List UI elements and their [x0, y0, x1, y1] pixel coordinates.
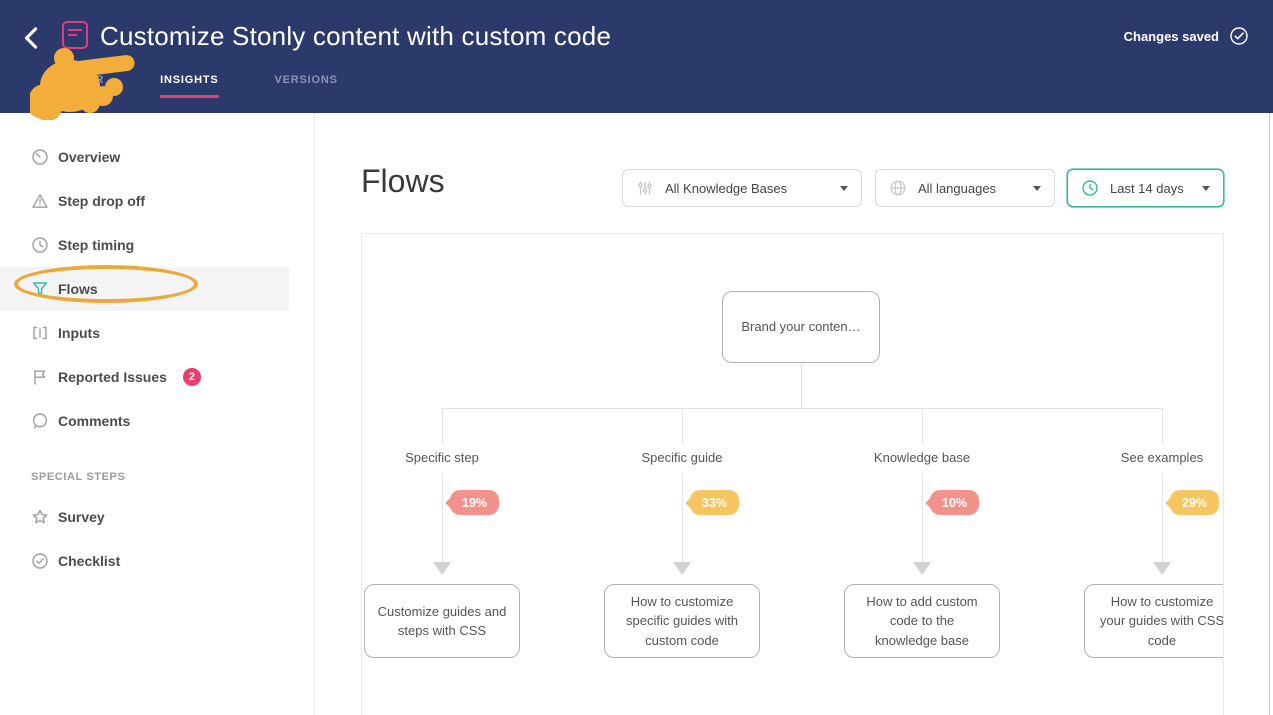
chevron-down-icon [840, 185, 848, 191]
filter-label: Last 14 days [1110, 180, 1184, 196]
flow-target-node[interactable]: How to add custom code to the knowledge … [844, 584, 1000, 658]
clock-icon [31, 236, 49, 254]
knowledge-base-filter[interactable]: All Knowledge Bases [622, 169, 862, 207]
sidebar-item-reported-issues[interactable]: Reported Issues 2 [0, 355, 314, 399]
flag-icon [31, 368, 49, 386]
sidebar-item-overview[interactable]: Overview [0, 135, 314, 179]
flow-root-node[interactable]: Brand your conten… [722, 291, 880, 363]
chevron-left-icon [24, 27, 38, 49]
sidebar-item-label: Reported Issues [58, 369, 167, 385]
gauge-icon [31, 148, 49, 166]
percent-badge: 19% [450, 490, 500, 515]
date-range-filter[interactable]: Last 14 days [1067, 169, 1224, 207]
connector-line [922, 408, 923, 444]
connector-line [922, 474, 923, 562]
sidebar-section-special-steps: SPECIAL STEPS [31, 471, 126, 483]
page-title: Customize Stonly content with custom cod… [100, 21, 612, 51]
sliders-icon [638, 181, 652, 195]
warning-triangle-icon [31, 192, 49, 210]
flow-target-node[interactable]: How to customize your guides with CSS co… [1084, 584, 1223, 658]
sidebar-item-flows[interactable]: Flows [0, 267, 289, 311]
sidebar-item-step-timing[interactable]: Step timing [0, 223, 314, 267]
globe-icon [890, 180, 906, 196]
main-content: Flows All Knowledge Bases All languages … [315, 113, 1273, 715]
scrollbar-track[interactable] [1269, 113, 1270, 715]
connector-line [442, 474, 443, 562]
filter-label: All languages [918, 180, 997, 196]
percent-badge: 29% [1170, 490, 1220, 515]
comment-bubble-icon [31, 412, 49, 430]
tab-versions[interactable]: VERSIONS [274, 74, 338, 86]
connector-line [682, 408, 683, 444]
language-filter[interactable]: All languages [875, 169, 1055, 207]
connector-line [801, 363, 802, 408]
app-header: Customize Stonly content with custom cod… [0, 0, 1273, 113]
flow-target-node[interactable]: Customize guides and steps with CSS [364, 584, 520, 658]
chevron-down-icon [1202, 185, 1210, 191]
branch-label: Knowledge base [873, 450, 971, 465]
connector-line [1162, 474, 1163, 562]
flow-diagram-panel: Brand your conten… Specific step 19% Cus… [361, 233, 1224, 715]
connector-line [1162, 408, 1163, 444]
branch-label: See examples [1120, 450, 1204, 465]
sidebar-item-label: Inputs [58, 325, 100, 341]
flow-target-node[interactable]: How to customize specific guides with cu… [604, 584, 760, 658]
insights-sidebar: Overview Step drop off Step timing Flows… [0, 113, 315, 715]
percent-badge: 33% [690, 490, 740, 515]
clock-icon [1082, 180, 1098, 196]
sidebar-item-inputs[interactable]: Inputs [0, 311, 314, 355]
saved-check-icon [1230, 27, 1248, 45]
filter-label: All Knowledge Bases [665, 180, 788, 196]
sidebar-item-label: Flows [58, 281, 98, 297]
sidebar-item-survey[interactable]: Survey [0, 495, 314, 539]
sidebar-item-label: Overview [58, 149, 121, 165]
connector-line [682, 474, 683, 562]
connector-line [442, 408, 443, 444]
connector-line [442, 408, 1163, 409]
reported-issues-badge: 2 [182, 368, 201, 386]
branch-label: Specific step [405, 450, 479, 465]
sidebar-item-label: Checklist [58, 553, 121, 569]
sidebar-item-step-drop-off[interactable]: Step drop off [0, 179, 314, 223]
header-tabs: EDITOR INSIGHTS VERSIONS [58, 74, 338, 98]
arrow-down-icon [1153, 562, 1171, 575]
sidebar-item-comments[interactable]: Comments [0, 399, 314, 443]
changes-saved-status: Changes saved [1123, 29, 1219, 44]
chevron-down-icon [1033, 185, 1041, 191]
branch-label: Specific guide [641, 450, 723, 465]
sidebar-item-label: Survey [58, 509, 105, 525]
input-brackets-icon [31, 324, 49, 342]
flows-heading: Flows [361, 163, 445, 199]
tab-editor[interactable]: EDITOR [58, 74, 105, 86]
back-button[interactable] [20, 25, 46, 51]
sidebar-item-label: Step drop off [58, 193, 146, 209]
percent-badge: 10% [930, 490, 980, 515]
tab-insights[interactable]: INSIGHTS [160, 74, 219, 98]
arrow-down-icon [433, 562, 451, 575]
sidebar-item-checklist[interactable]: Checklist [0, 539, 314, 583]
check-circle-icon [31, 552, 49, 570]
guide-document-icon [62, 21, 88, 49]
funnel-icon [31, 280, 49, 298]
sidebar-item-label: Comments [58, 413, 131, 429]
arrow-down-icon [913, 562, 931, 575]
arrow-down-icon [673, 562, 691, 575]
star-icon [31, 508, 49, 526]
sidebar-item-label: Step timing [58, 237, 135, 253]
